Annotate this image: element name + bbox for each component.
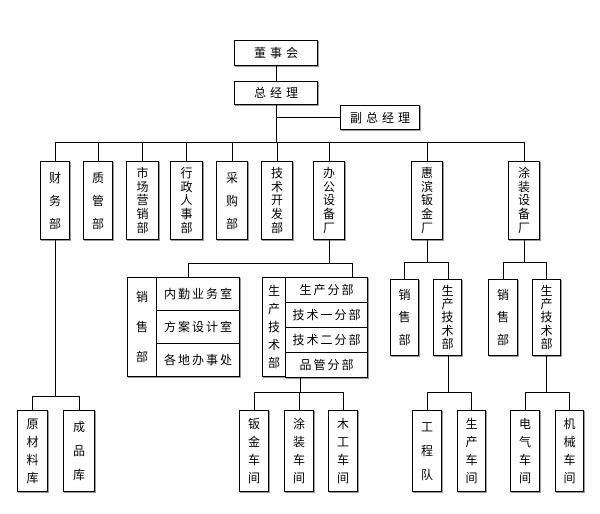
node-marketing-dept: 市场营销部: [126, 161, 159, 240]
connector-line: [343, 392, 344, 410]
node-oe-internal-business-office: 内勤业务室: [156, 277, 240, 311]
connector-line: [329, 240, 330, 263]
connector-line: [254, 392, 255, 410]
node-quality-dept: 质管部: [83, 161, 113, 240]
node-oe-production-division: 生产分部: [285, 277, 368, 303]
node-finance-dept: 财务部: [40, 161, 70, 240]
node-deputy-general-manager: 副总经理: [340, 105, 420, 130]
connector-line: [98, 142, 99, 161]
node-machinery-workshop: 机械车间: [555, 410, 584, 492]
connector-line: [352, 263, 353, 277]
connector-line: [404, 262, 405, 279]
connector-line: [329, 142, 330, 161]
connector-line: [427, 392, 428, 410]
connector-line: [276, 105, 277, 142]
connector-line: [546, 356, 547, 392]
node-board-of-directors: 董事会: [234, 40, 318, 66]
connector-line: [404, 262, 448, 263]
node-purchasing-dept: 采购部: [216, 161, 248, 240]
connector-line: [525, 392, 526, 410]
connector-line: [427, 142, 428, 161]
node-huibin-production-tech-dept: 生产技术部: [433, 279, 462, 356]
node-admin-hr-dept: 行政人事部: [170, 161, 203, 240]
node-electrical-workshop: 电气车间: [510, 410, 540, 492]
node-finished-goods-warehouse: 成品库: [63, 410, 95, 492]
node-oe-quality-control-division: 品管分部: [285, 352, 368, 378]
connector-line: [546, 262, 547, 279]
connector-line: [569, 392, 570, 410]
connector-line: [55, 240, 56, 396]
node-huibin-sales-dept: 销售部: [390, 279, 419, 356]
connector-line: [524, 240, 525, 262]
node-raw-material-warehouse: 原材料库: [17, 410, 48, 492]
node-coating-equipment-factory: 涂装设备厂: [508, 161, 540, 240]
node-painting-workshop: 涂装车间: [284, 410, 314, 492]
connector-line: [32, 396, 80, 397]
connector-line: [525, 392, 570, 393]
connector-line: [276, 66, 277, 81]
node-woodworking-workshop: 木工车间: [328, 410, 358, 492]
node-engineering-team: 工程队: [412, 410, 442, 492]
connector-line: [276, 117, 340, 118]
node-oe-tech-division-2: 技术二分部: [285, 327, 368, 353]
connector-line: [232, 142, 233, 161]
node-coating-sales-dept: 销售部: [488, 279, 518, 356]
connector-line: [427, 392, 472, 393]
connector-line: [427, 240, 428, 262]
connector-line: [300, 377, 301, 392]
connector-line: [448, 262, 449, 279]
connector-line: [32, 396, 33, 410]
node-oe-solution-design-office: 方案设计室: [156, 310, 240, 344]
node-tech-development-dept: 技术开发部: [261, 161, 293, 240]
connector-line: [55, 142, 56, 161]
connector-line: [299, 392, 300, 410]
connector-line: [188, 263, 352, 264]
connector-line: [524, 142, 525, 161]
node-office-equipment-factory: 办公设备厂: [313, 161, 345, 240]
connector-line: [503, 262, 547, 263]
connector-line: [188, 263, 189, 277]
node-oe-regional-offices: 各地办事处: [156, 343, 240, 377]
connector-line: [79, 396, 80, 410]
node-coating-production-tech-dept: 生产技术部: [532, 279, 561, 356]
connector-line: [277, 142, 278, 161]
connector-line: [55, 142, 525, 143]
node-oe-sales-dept: 销售部: [127, 277, 157, 377]
node-production-workshop: 生产车间: [457, 410, 486, 492]
connector-line: [142, 142, 143, 161]
node-general-manager: 总经理: [234, 81, 318, 105]
connector-line: [471, 392, 472, 410]
node-oe-production-tech-dept: 生产技术部: [262, 277, 286, 377]
connector-line: [186, 142, 187, 161]
node-huibin-sheet-metal-factory: 惠滨钣金厂: [411, 161, 443, 240]
node-sheet-metal-workshop: 钣金车间: [239, 410, 269, 492]
node-oe-tech-division-1: 技术一分部: [285, 302, 368, 328]
connector-line: [448, 356, 449, 392]
connector-line: [503, 262, 504, 279]
